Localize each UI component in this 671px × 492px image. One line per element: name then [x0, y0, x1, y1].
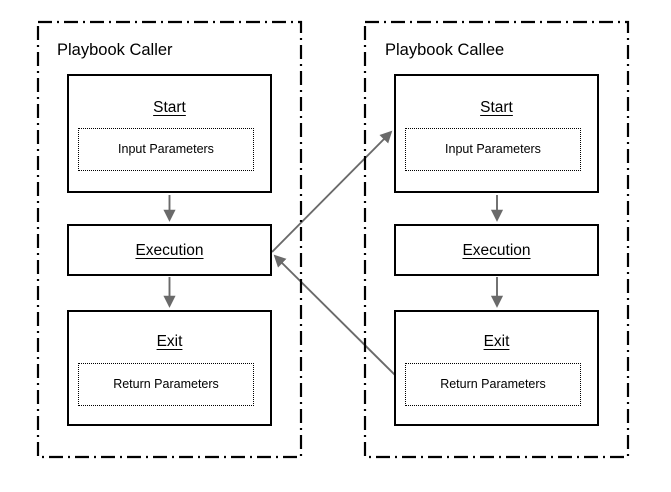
- node-title-caller-start: Start: [153, 99, 186, 116]
- param-box-callee-input: Input Parameters: [405, 128, 581, 171]
- node-title-callee-execution: Execution: [462, 242, 531, 259]
- node-caller-exit[interactable]: Exit Return Parameters: [67, 310, 272, 426]
- param-label-caller-input: Input Parameters: [118, 142, 214, 157]
- param-label-callee-return: Return Parameters: [440, 377, 546, 392]
- param-box-caller-return: Return Parameters: [78, 363, 254, 406]
- node-caller-start[interactable]: Start Input Parameters: [67, 74, 272, 193]
- param-box-callee-return: Return Parameters: [405, 363, 581, 406]
- node-title-callee-start: Start: [480, 99, 513, 116]
- panel-title-callee: Playbook Callee: [385, 41, 505, 59]
- arrow-call-invoke: [271, 130, 393, 253]
- panel-title-caller: Playbook Caller: [57, 41, 173, 59]
- node-callee-exit[interactable]: Exit Return Parameters: [394, 310, 599, 426]
- node-callee-execution[interactable]: Execution: [394, 224, 599, 276]
- node-title-caller-execution: Execution: [135, 242, 204, 259]
- node-callee-start[interactable]: Start Input Parameters: [394, 74, 599, 193]
- param-label-callee-input: Input Parameters: [445, 142, 541, 157]
- node-caller-execution[interactable]: Execution: [67, 224, 272, 276]
- param-label-caller-return: Return Parameters: [113, 377, 219, 392]
- param-box-caller-input: Input Parameters: [78, 128, 254, 171]
- node-title-callee-exit: Exit: [483, 333, 510, 350]
- arrow-call-return: [273, 254, 399, 379]
- node-title-caller-exit: Exit: [156, 333, 183, 350]
